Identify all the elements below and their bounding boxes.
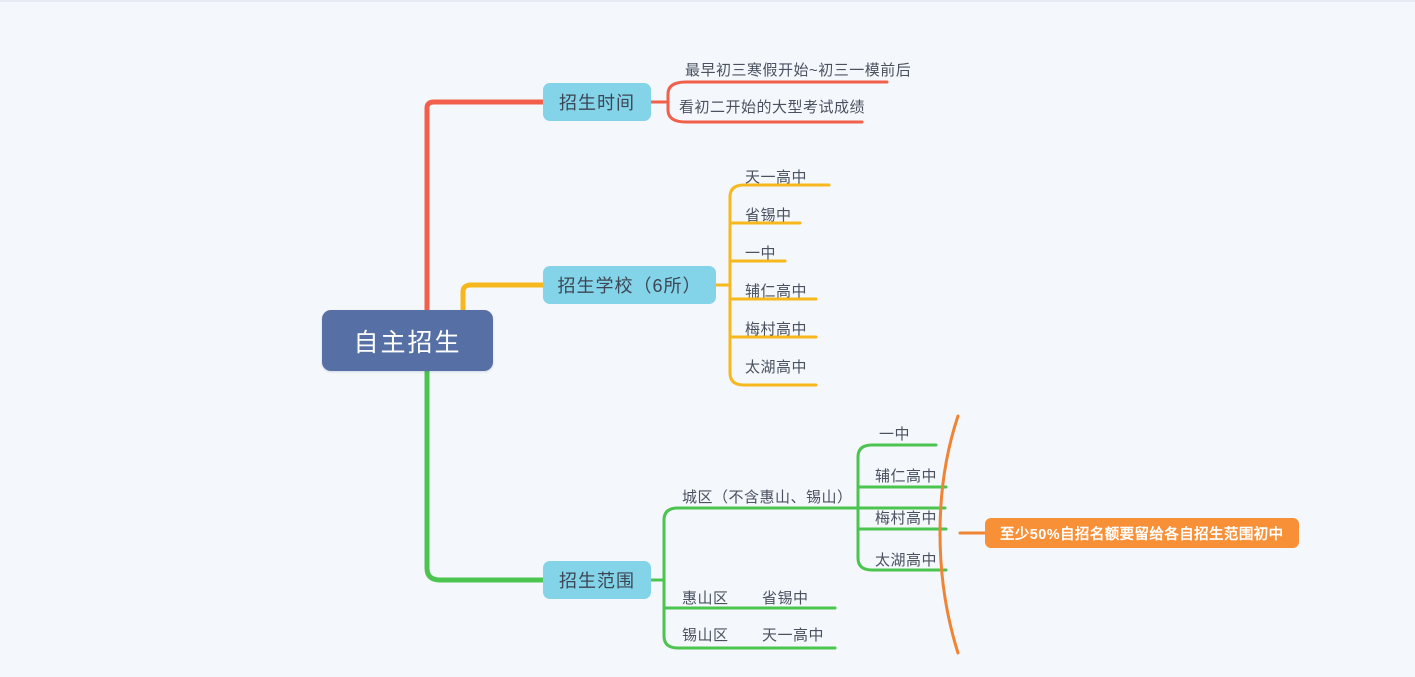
leaf-scope-huishan[interactable]: 惠山区 xyxy=(682,590,729,607)
callout-badge-label: 至少50%自招名额要留给各自招生范围初中 xyxy=(1000,526,1284,543)
leaf-time-1[interactable]: 看初二开始的大型考试成绩 xyxy=(679,99,866,116)
leaf-scope-xishan[interactable]: 锡山区 xyxy=(682,627,729,644)
leaf-school-1[interactable]: 省锡中 xyxy=(745,207,792,224)
root-node[interactable]: 自主招生 xyxy=(322,310,493,371)
leaf-school-3[interactable]: 辅仁高中 xyxy=(745,283,808,300)
callout-badge[interactable]: 至少50%自招名额要留给各自招生范围初中 xyxy=(985,518,1299,548)
leaf-scope-huishan-school[interactable]: 省锡中 xyxy=(762,590,809,607)
root-node-label: 自主招生 xyxy=(353,328,462,357)
leaf-time-0[interactable]: 最早初三寒假开始~初三一模前后 xyxy=(685,62,912,79)
leaf-city-school-0[interactable]: 一中 xyxy=(879,426,911,443)
leaf-scope-city[interactable]: 城区（不含惠山、锡山） xyxy=(682,489,853,506)
leaf-city-school-2[interactable]: 梅村高中 xyxy=(875,510,938,527)
leaf-city-school-3[interactable]: 太湖高中 xyxy=(875,552,938,569)
branch-node-schools[interactable]: 招生学校（6所） xyxy=(543,266,716,304)
leaf-school-0[interactable]: 天一高中 xyxy=(745,169,808,186)
leaf-city-school-1[interactable]: 辅仁高中 xyxy=(875,468,938,485)
branch-node-schools-label: 招生学校（6所） xyxy=(557,276,702,296)
branch-node-time-label: 招生时间 xyxy=(559,93,635,113)
leaf-school-4[interactable]: 梅村高中 xyxy=(745,321,808,338)
branch-node-time[interactable]: 招生时间 xyxy=(543,83,651,121)
top-divider xyxy=(0,0,1415,2)
leaf-scope-xishan-school[interactable]: 天一高中 xyxy=(762,627,825,644)
leaf-school-2[interactable]: 一中 xyxy=(745,245,777,262)
leaf-school-5[interactable]: 太湖高中 xyxy=(745,359,808,376)
branch-node-scope-label: 招生范围 xyxy=(559,571,635,591)
branch-node-scope[interactable]: 招生范围 xyxy=(543,561,651,599)
